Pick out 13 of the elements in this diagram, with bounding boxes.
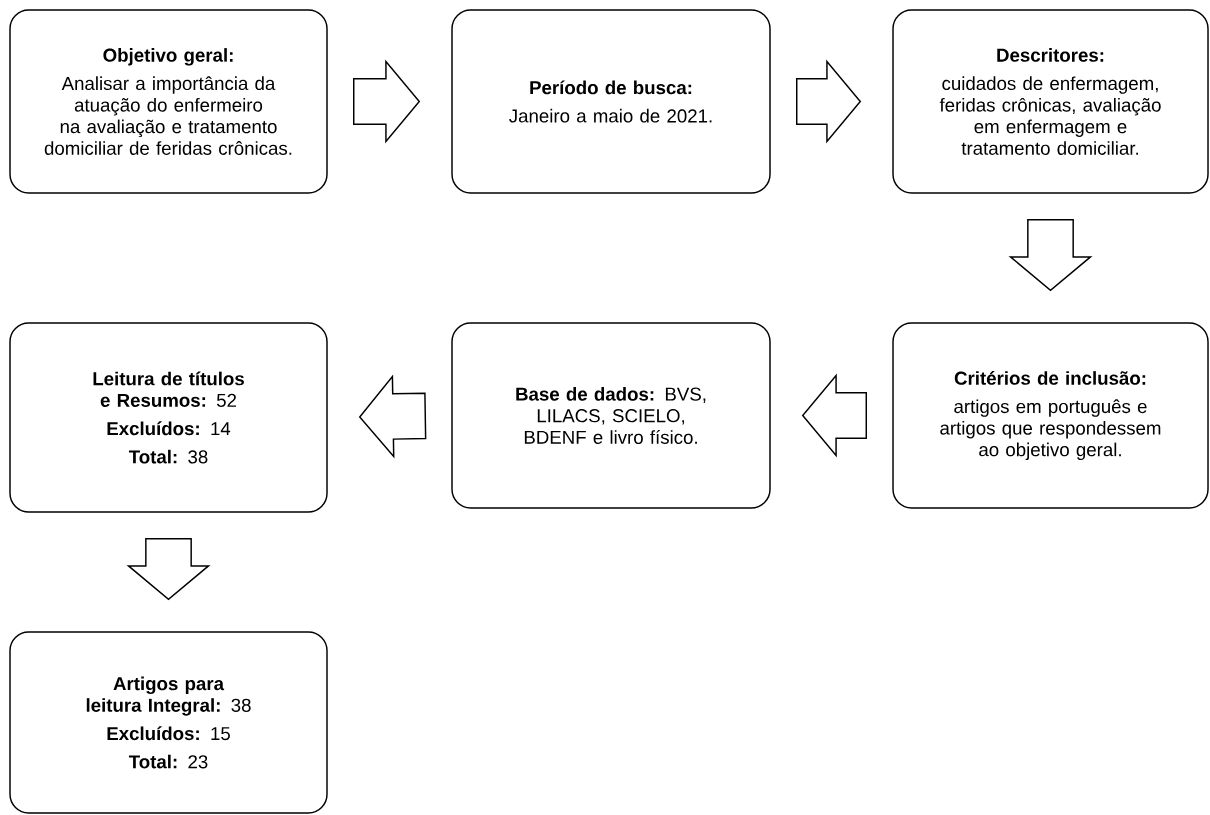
process-box: Período de busca: Janeiro a maio de 2021. xyxy=(451,9,771,194)
process-box: Descritores: cuidados de enfermagem, feridas crônicas, avaliação em enfermagem e tratamento domiciliar. xyxy=(892,9,1209,194)
block-arrow xyxy=(801,373,867,458)
process-box: Objetivo geral: Analisar a importância da atuação do enfermeiro na avaliação e tratamento domiciliar de feridas crônicas. xyxy=(9,9,328,194)
block-arrow xyxy=(126,538,211,601)
block-arrow xyxy=(358,374,427,459)
process-box: Base de dados: BVS, LILACS, SCIELO, BDENF e livro físico. xyxy=(451,322,771,509)
process-box: Leitura de títulos e Resumos: 52 Excluídos: 14 Total: 38 xyxy=(9,322,328,513)
block-arrow xyxy=(796,59,862,144)
process-box: Artigos para leitura Integral: 38 Excluídos: 15 Total: 23 xyxy=(9,631,328,814)
process-box: Critérios de inclusão: artigos em português e artigos que respondessem ao objetivo geral. xyxy=(892,322,1209,509)
block-arrow xyxy=(1008,219,1093,292)
block-arrow xyxy=(353,59,421,144)
